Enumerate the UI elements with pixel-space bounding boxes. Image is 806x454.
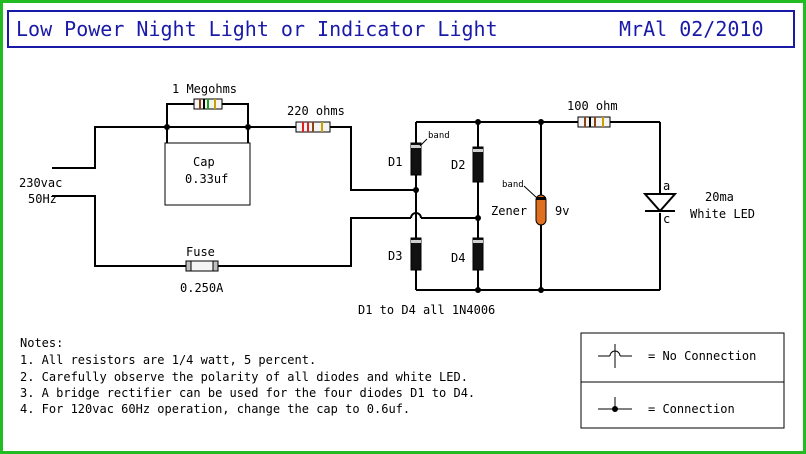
d1-band-label: band (428, 131, 450, 141)
diode-note: D1 to D4 all 1N4006 (358, 303, 495, 317)
diode-d4 (472, 237, 484, 271)
led-current: 20ma (705, 190, 734, 204)
cap-name: Cap (193, 155, 215, 169)
title-text: Low Power Night Light or Indicator Light (16, 17, 498, 41)
title-box (7, 10, 795, 48)
zener-band-pointer (523, 185, 538, 199)
diode-d1 (410, 142, 422, 176)
note-item: 1. All resistors are 1/4 watt, 5 percent… (20, 353, 316, 367)
d3-label: D3 (388, 249, 402, 263)
note-item: 3. A bridge rectifier can be used for th… (20, 386, 475, 400)
legend-no-connection: = No Connection (648, 349, 756, 363)
r3-label: 100 ohm (567, 99, 618, 113)
notes-block: Notes: 1. All resistors are 1/4 watt, 5 … (20, 336, 475, 416)
fuse (185, 260, 219, 272)
legend-connection: = Connection (648, 402, 735, 416)
note-item: 4. For 120vac 60Hz operation, change the… (20, 402, 410, 416)
note-item: 2. Carefully observe the polarity of all… (20, 370, 468, 384)
fuse-value: 0.250A (180, 281, 224, 295)
legend-box: = No Connection = Connection (580, 332, 785, 429)
zener-diode (535, 194, 547, 226)
input-frequency: 50Hz (28, 192, 57, 206)
d1-band-pointer (419, 138, 428, 147)
white-led (642, 193, 678, 213)
diode-d3 (410, 237, 422, 271)
resistor-r1 (193, 98, 223, 110)
d2-label: D2 (451, 158, 465, 172)
connection-symbol (598, 397, 632, 412)
led-anode-label: a (663, 179, 670, 193)
zener-name: Zener (491, 204, 527, 218)
no-connection-symbol (598, 344, 632, 368)
diode-d2 (472, 146, 484, 183)
led-name: White LED (690, 207, 755, 221)
zener-band-label: band (502, 180, 524, 190)
r2-label: 220 ohms (287, 104, 345, 118)
input-voltage: 230vac (19, 176, 62, 190)
wires (52, 103, 661, 291)
resistor-r2 (295, 121, 331, 133)
led-cathode-label: c (663, 212, 670, 226)
d4-label: D4 (451, 251, 465, 265)
r1-label: 1 Megohms (172, 82, 237, 96)
resistor-r3 (577, 116, 611, 128)
fuse-name: Fuse (186, 245, 215, 259)
capacitor (164, 142, 251, 206)
cap-value: 0.33uf (185, 172, 228, 186)
zener-value: 9v (555, 204, 569, 218)
d1-label: D1 (388, 155, 402, 169)
notes-heading: Notes: (20, 336, 63, 350)
title-credit: MrAl 02/2010 (619, 17, 764, 41)
junctions (164, 119, 544, 293)
